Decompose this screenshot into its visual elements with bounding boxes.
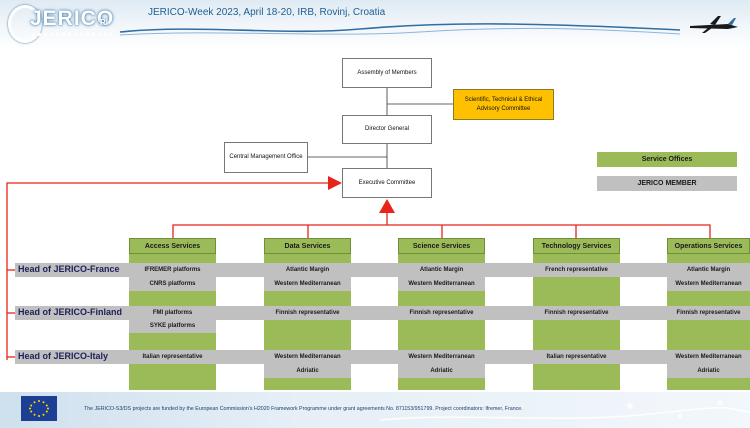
cell-france-access-2: CNRS platforms: [149, 281, 196, 287]
cell-italy-operations-2: Adriatic: [697, 368, 720, 374]
subcell-bg: [667, 277, 750, 291]
subcell-bg: [129, 319, 216, 333]
logo-dots-decoration: [32, 33, 112, 36]
arrow-up-executive: [379, 199, 395, 213]
service-header-access: Access Services: [129, 238, 216, 254]
arrow-to-executive: [328, 176, 342, 190]
cell-italy-technology-1: Italian representative: [546, 354, 607, 360]
service-header-operations: Operations Services: [667, 238, 750, 254]
logo-text: JERICO: [30, 7, 115, 30]
director-general-box: Director General: [342, 115, 432, 144]
header-wave-decoration: [120, 23, 680, 36]
head-label-italy: Head of JERICO-Italy: [18, 351, 109, 361]
footer-wave-decoration: [380, 400, 750, 421]
cell-finland-science-1: Finnish representative: [409, 310, 474, 316]
page-footer: [0, 392, 750, 428]
service-header-science: Science Services: [398, 238, 485, 254]
cell-france-data-2: Western Mediterranean: [274, 281, 341, 287]
assembly-of-members-box: Assembly of Members: [342, 58, 432, 88]
subcell-bg: [129, 277, 216, 291]
scientific-committee-label: Scientific, Technical & Ethical Advisory…: [464, 97, 543, 112]
subcell-bg: [398, 277, 485, 291]
director-label: Director General: [364, 126, 409, 133]
member-bar-italy: [15, 350, 750, 364]
cell-italy-science-1: Western Mediterranean: [408, 354, 475, 360]
logo-suffix: RI: [100, 18, 108, 27]
cell-france-access-1: IFREMER platforms: [144, 267, 201, 273]
service-header-data: Data Services: [264, 238, 351, 254]
eu-flag-icon: [21, 396, 57, 421]
cell-france-operations-2: Western Mediterranean: [675, 281, 742, 287]
jerico-logo-arc: [8, 5, 42, 43]
assembly-label: Assembly of Members: [357, 69, 417, 76]
glider-icon: [690, 16, 738, 33]
cell-france-technology-1: French representative: [545, 267, 608, 273]
service-header-technology: Technology Services: [533, 238, 620, 254]
subcell-bg: [264, 277, 351, 291]
header-title: JERICO-Week 2023, April 18-20, IRB, Rovi…: [148, 7, 386, 18]
cell-italy-science-2: Adriatic: [430, 368, 453, 374]
legend-jerico-member: JERICO MEMBER: [597, 176, 737, 191]
cell-italy-data-2: Adriatic: [296, 368, 319, 374]
cell-italy-operations-1: Western Mediterranean: [675, 354, 742, 360]
executive-committee-box: Executive Committee: [342, 168, 432, 198]
cell-france-operations-1: Atlantic Margin: [686, 267, 731, 273]
page-header: [0, 0, 750, 50]
subcell-bg: [667, 364, 750, 378]
scientific-committee-box: Scientific, Technical & Ethical Advisory…: [453, 89, 554, 120]
footer-funding-text: The JERICO-S3/DS projects are funded by …: [84, 406, 523, 412]
head-label-finland: Head of JERICO-Finland: [18, 307, 123, 317]
central-management-office-box: Central Management Office: [224, 142, 308, 173]
subcell-bg: [264, 364, 351, 378]
cell-france-science-2: Western Mediterranean: [408, 281, 475, 287]
cell-finland-data-1: Finnish representative: [275, 310, 340, 316]
cell-france-science-1: Atlantic Margin: [419, 267, 464, 273]
executive-label: Executive Committee: [358, 179, 416, 186]
legend-service-offices: Service Offices: [597, 152, 737, 167]
central-office-label: Central Management Office: [229, 154, 303, 161]
cell-finland-access-2: SYKE platforms: [149, 323, 196, 329]
head-label-france: Head of JERICO-France: [18, 264, 120, 274]
cell-finland-access-1: FMI platforms: [152, 310, 193, 316]
member-bar-finland: [15, 306, 750, 320]
member-bar-france: [15, 263, 750, 277]
cell-finland-technology-1: Finnish representative: [544, 310, 609, 316]
cell-finland-operations-1: Finnish representative: [676, 310, 741, 316]
cell-italy-data-1: Western Mediterranean: [274, 354, 341, 360]
cell-france-data-1: Atlantic Margin: [285, 267, 330, 273]
cell-italy-access-1: Italian representative: [142, 354, 203, 360]
subcell-bg: [398, 364, 485, 378]
